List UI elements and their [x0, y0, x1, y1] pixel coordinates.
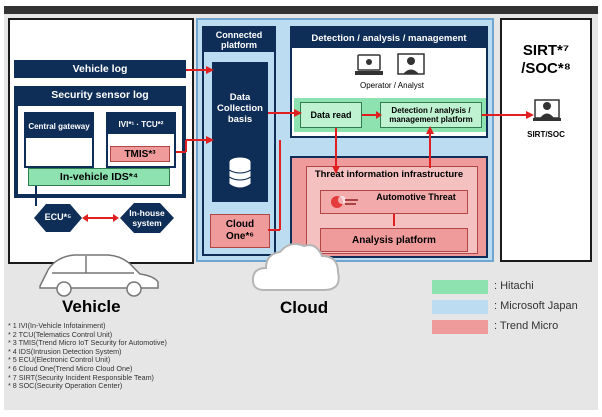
platform-label: Detection / analysis / management platfo… [389, 106, 473, 124]
legend-swatch-trendmicro [432, 320, 488, 334]
laptop-icon [355, 54, 383, 75]
ivi-tcu-label: IVI*¹ · TCU*² [118, 119, 164, 129]
footnote-7: * 7 SIRT(Security Incident Responsible T… [8, 372, 154, 382]
in-vehicle-ids-box: In-vehicle IDS*⁴ [28, 168, 170, 186]
vehicle-label: Vehicle [62, 297, 121, 316]
cloud-icon [251, 243, 340, 291]
connected-platform-title: Connected platform [204, 28, 274, 52]
cloud-one-label: Cloud One*⁶ [225, 219, 255, 242]
sirt-title-1: SIRT*⁷ [522, 42, 570, 59]
central-gateway-title: Central gateway [26, 114, 92, 138]
detection-title: Detection / analysis / management [292, 28, 486, 48]
footnote-1: * 1 IVI(In-Vehicle Infotainment) [8, 321, 106, 330]
legend-label-microsoft: : Microsoft Japan [494, 300, 578, 312]
central-gateway-label: Central gateway [28, 121, 90, 131]
cloud-label: Cloud [280, 298, 329, 317]
tmis-box: TMIS*³ [110, 146, 170, 162]
central-gateway-box: Central gateway [24, 112, 94, 168]
vehicle-log-box: Vehicle log [14, 60, 186, 78]
analysis-platform-label: Analysis platform [352, 234, 436, 246]
in-house-system-label: In-house system [129, 208, 165, 228]
footnote-8: * 8 SOC(Security Operation Center) [8, 381, 123, 391]
car-icon [39, 254, 159, 289]
footnote-4: * 4 IDS(Intrusion Detection System) [8, 346, 122, 356]
car-wheel-rear [126, 281, 142, 297]
platform-box: Detection / analysis / management platfo… [380, 102, 482, 128]
sirt-panel [500, 18, 592, 262]
data-read-label: Data read [310, 110, 352, 120]
legend: : Hitachi : Microsoft Japan : Trend Micr… [432, 280, 592, 352]
data-read-box: Data read [300, 102, 362, 128]
sirt-operator-icon [533, 99, 561, 121]
footnote-2: * 2 TCU(Telematics Control Unit) [8, 329, 113, 339]
analyst-icon [397, 53, 425, 75]
ivi-tcu-title: IVI*¹ · TCU*² [108, 114, 174, 134]
ecu-hexagon [34, 204, 82, 232]
detection-title-label: Detection / analysis / management [311, 32, 467, 44]
in-house-hexagon [120, 203, 174, 233]
in-vehicle-ids-label: In-vehicle IDS*⁴ [59, 171, 139, 183]
security-sensor-log-title: Security sensor log [51, 89, 149, 101]
footnote-6: * 6 Cloud One(Trend Micro Cloud One) [8, 363, 133, 373]
ecu-label: ECU*⁵ [44, 212, 72, 222]
vehicle-log-label: Vehicle log [72, 63, 128, 75]
database-icon [228, 156, 252, 189]
data-collection-label: Data Collection basis [217, 92, 263, 125]
operator-analyst-label: Operator / Analyst [359, 81, 425, 90]
legend-label-hitachi: : Hitachi [494, 280, 534, 292]
automotive-threat-label: Automotive Threat [376, 192, 456, 202]
sirt-title-2: /SOC*⁸ [521, 60, 571, 77]
car-wheel-front [56, 281, 72, 297]
legend-swatch-hitachi [432, 280, 488, 294]
threat-logo [331, 196, 358, 208]
legend-label-trendmicro: : Trend Micro [494, 320, 559, 332]
footnotes: * 1 IVI(In-Vehicle Infotainment) * 2 TCU… [8, 321, 268, 391]
threat-infra-title: Threat information infrastructure [314, 169, 464, 180]
footnote-5: * 5 ECU(Electronic Control Unit) [8, 355, 111, 365]
legend-swatch-microsoft [432, 300, 488, 314]
sirt-soc-label: SIRT/SOC [527, 130, 565, 139]
tmis-label: TMIS*³ [124, 148, 156, 160]
footnote-3: * 3 TMIS(Trend Micro IoT Security for Au… [8, 338, 167, 348]
connected-platform-label: Connected platform [215, 30, 263, 50]
operator-icons [355, 53, 425, 75]
analysis-platform-box: Analysis platform [320, 228, 468, 252]
